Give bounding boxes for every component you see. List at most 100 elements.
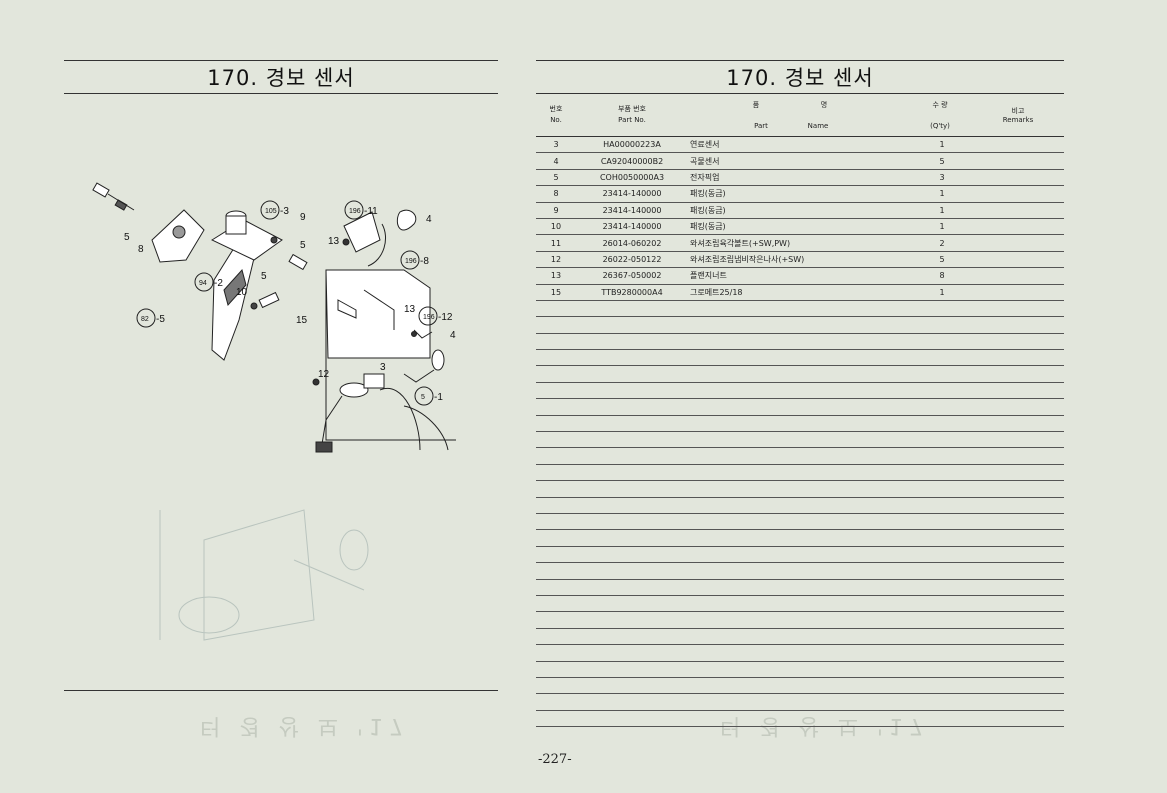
blank-row xyxy=(536,317,1064,334)
cell-qty: 3 xyxy=(939,172,945,182)
left-bottom-rule xyxy=(64,690,498,691)
cell-no: 4 xyxy=(553,156,559,166)
cell-name: 플랜지너트 xyxy=(690,271,727,281)
float-part xyxy=(315,441,333,453)
right-page-title: 170. 경보 센서 xyxy=(726,66,874,90)
header-qty-en: (Q'ty) xyxy=(930,122,950,130)
cell-qty: 2 xyxy=(939,238,945,248)
callout-label: 196 xyxy=(405,258,417,265)
cell-qty: 5 xyxy=(939,254,945,264)
part-label: 5 xyxy=(261,271,267,282)
cell-name: 패킹(동금) xyxy=(690,189,726,199)
cell-no: 15 xyxy=(550,287,562,297)
cell-qty: 1 xyxy=(939,205,945,215)
blank-row xyxy=(536,366,1064,383)
cell-no: 13 xyxy=(550,271,562,281)
left-page-title-bar: 170. 경보 센서 xyxy=(64,60,498,94)
exploded-parts-diagram: 105 -3 196 -11 196 -8 94 -2 82 -5 196 -1… xyxy=(92,182,456,641)
header-qty-ko: 수 량 xyxy=(932,101,948,109)
cell-part-no: 23414-140000 xyxy=(602,222,662,232)
blank-row xyxy=(536,416,1064,433)
header-name-ko-1: 품 xyxy=(752,101,760,109)
part-label: 4 xyxy=(450,330,456,341)
cell-qty: 1 xyxy=(939,222,945,232)
sensor-part xyxy=(258,291,280,309)
blank-row xyxy=(536,711,1064,728)
left-page: 170. 경보 센서 xyxy=(64,60,498,710)
blank-row xyxy=(536,334,1064,351)
cell-no: 8 xyxy=(553,189,559,199)
parts-table-header: 번호 No. 부품 번호 Part No. 품 명 Part Name 수 량 … xyxy=(536,101,1064,134)
cell-name: 와셔조립조립냄비작은나사(+SW) xyxy=(690,254,805,264)
cell-qty: 1 xyxy=(939,140,945,150)
blank-row xyxy=(536,678,1064,695)
callout-suffix: -2 xyxy=(214,278,223,289)
right-page-title-bar: 170. 경보 센서 xyxy=(536,60,1064,94)
part-label: 12 xyxy=(318,369,330,380)
cell-part-no: 26014-060202 xyxy=(602,238,662,248)
blank-row xyxy=(536,432,1064,449)
header-remarks-ko: 비고 xyxy=(1011,107,1025,115)
connector-part xyxy=(92,182,110,198)
header-remarks-en: Remarks xyxy=(1002,116,1034,124)
sensor-part xyxy=(288,253,308,271)
blank-row xyxy=(536,596,1064,613)
table-row: 5 COH0050000A3 전자픽업 3 xyxy=(536,170,1064,187)
cell-part-no: CA92040000B2 xyxy=(600,156,664,166)
header-part-en: Part No. xyxy=(618,116,646,124)
table-row: 10 23414-140000 패킹(동금) 1 xyxy=(536,219,1064,236)
cell-part-no: TTB9280000A4 xyxy=(601,287,663,297)
blank-row xyxy=(536,481,1064,498)
cell-qty: 1 xyxy=(939,189,945,199)
callout-label: 196 xyxy=(349,208,361,215)
blank-row xyxy=(536,383,1064,400)
header-name-part: Part xyxy=(754,122,768,130)
cell-name: 전자픽업 xyxy=(690,172,720,182)
blank-row xyxy=(536,301,1064,318)
bracket-part xyxy=(343,211,381,253)
blank-row xyxy=(536,448,1064,465)
table-row: 8 23414-140000 패킹(동금) 1 xyxy=(536,186,1064,203)
page-number: -227- xyxy=(538,752,572,767)
part-label: 5 xyxy=(300,240,306,251)
cell-no: 10 xyxy=(550,222,562,232)
blank-row xyxy=(536,694,1064,711)
header-name-name: Name xyxy=(807,122,829,130)
callout-suffix: -5 xyxy=(156,314,165,325)
part-label: 5 xyxy=(124,232,130,243)
callout-suffix: -8 xyxy=(420,256,429,267)
callout-label: 196 xyxy=(423,314,435,321)
part-label: 13 xyxy=(328,236,340,247)
cell-qty: 1 xyxy=(939,287,945,297)
part-label: 9 xyxy=(300,212,306,223)
callout-label: 94 xyxy=(199,280,207,287)
right-page: 170. 경보 센서 번호 No. 부품 번호 Part No. 품 명 Par… xyxy=(536,60,1064,728)
cell-name: 패킹(동금) xyxy=(690,222,726,232)
part-label: 4 xyxy=(426,214,432,225)
blank-row xyxy=(536,498,1064,514)
blank-row xyxy=(536,530,1064,547)
callout-label: 82 xyxy=(141,316,149,323)
cell-no: 11 xyxy=(550,238,562,248)
blank-row xyxy=(536,563,1064,580)
header-no-en: No. xyxy=(550,116,562,124)
cell-part-no: COH0050000A3 xyxy=(599,172,665,182)
blank-row xyxy=(536,645,1064,662)
bleed-through-text-left: 터 경 상 보 '17 xyxy=(200,713,409,738)
cell-no: 5 xyxy=(553,172,559,182)
callout-suffix: -12 xyxy=(438,312,453,323)
callout-suffix: -3 xyxy=(280,206,289,217)
cell-part-no: 26367-050002 xyxy=(602,271,662,281)
cell-name: 곡물센서 xyxy=(690,156,720,166)
cell-part-no: 23414-140000 xyxy=(602,189,662,199)
cell-part-no: 23414-140000 xyxy=(602,205,662,215)
header-part-ko: 부품 번호 xyxy=(618,105,646,113)
blank-row xyxy=(536,514,1064,531)
